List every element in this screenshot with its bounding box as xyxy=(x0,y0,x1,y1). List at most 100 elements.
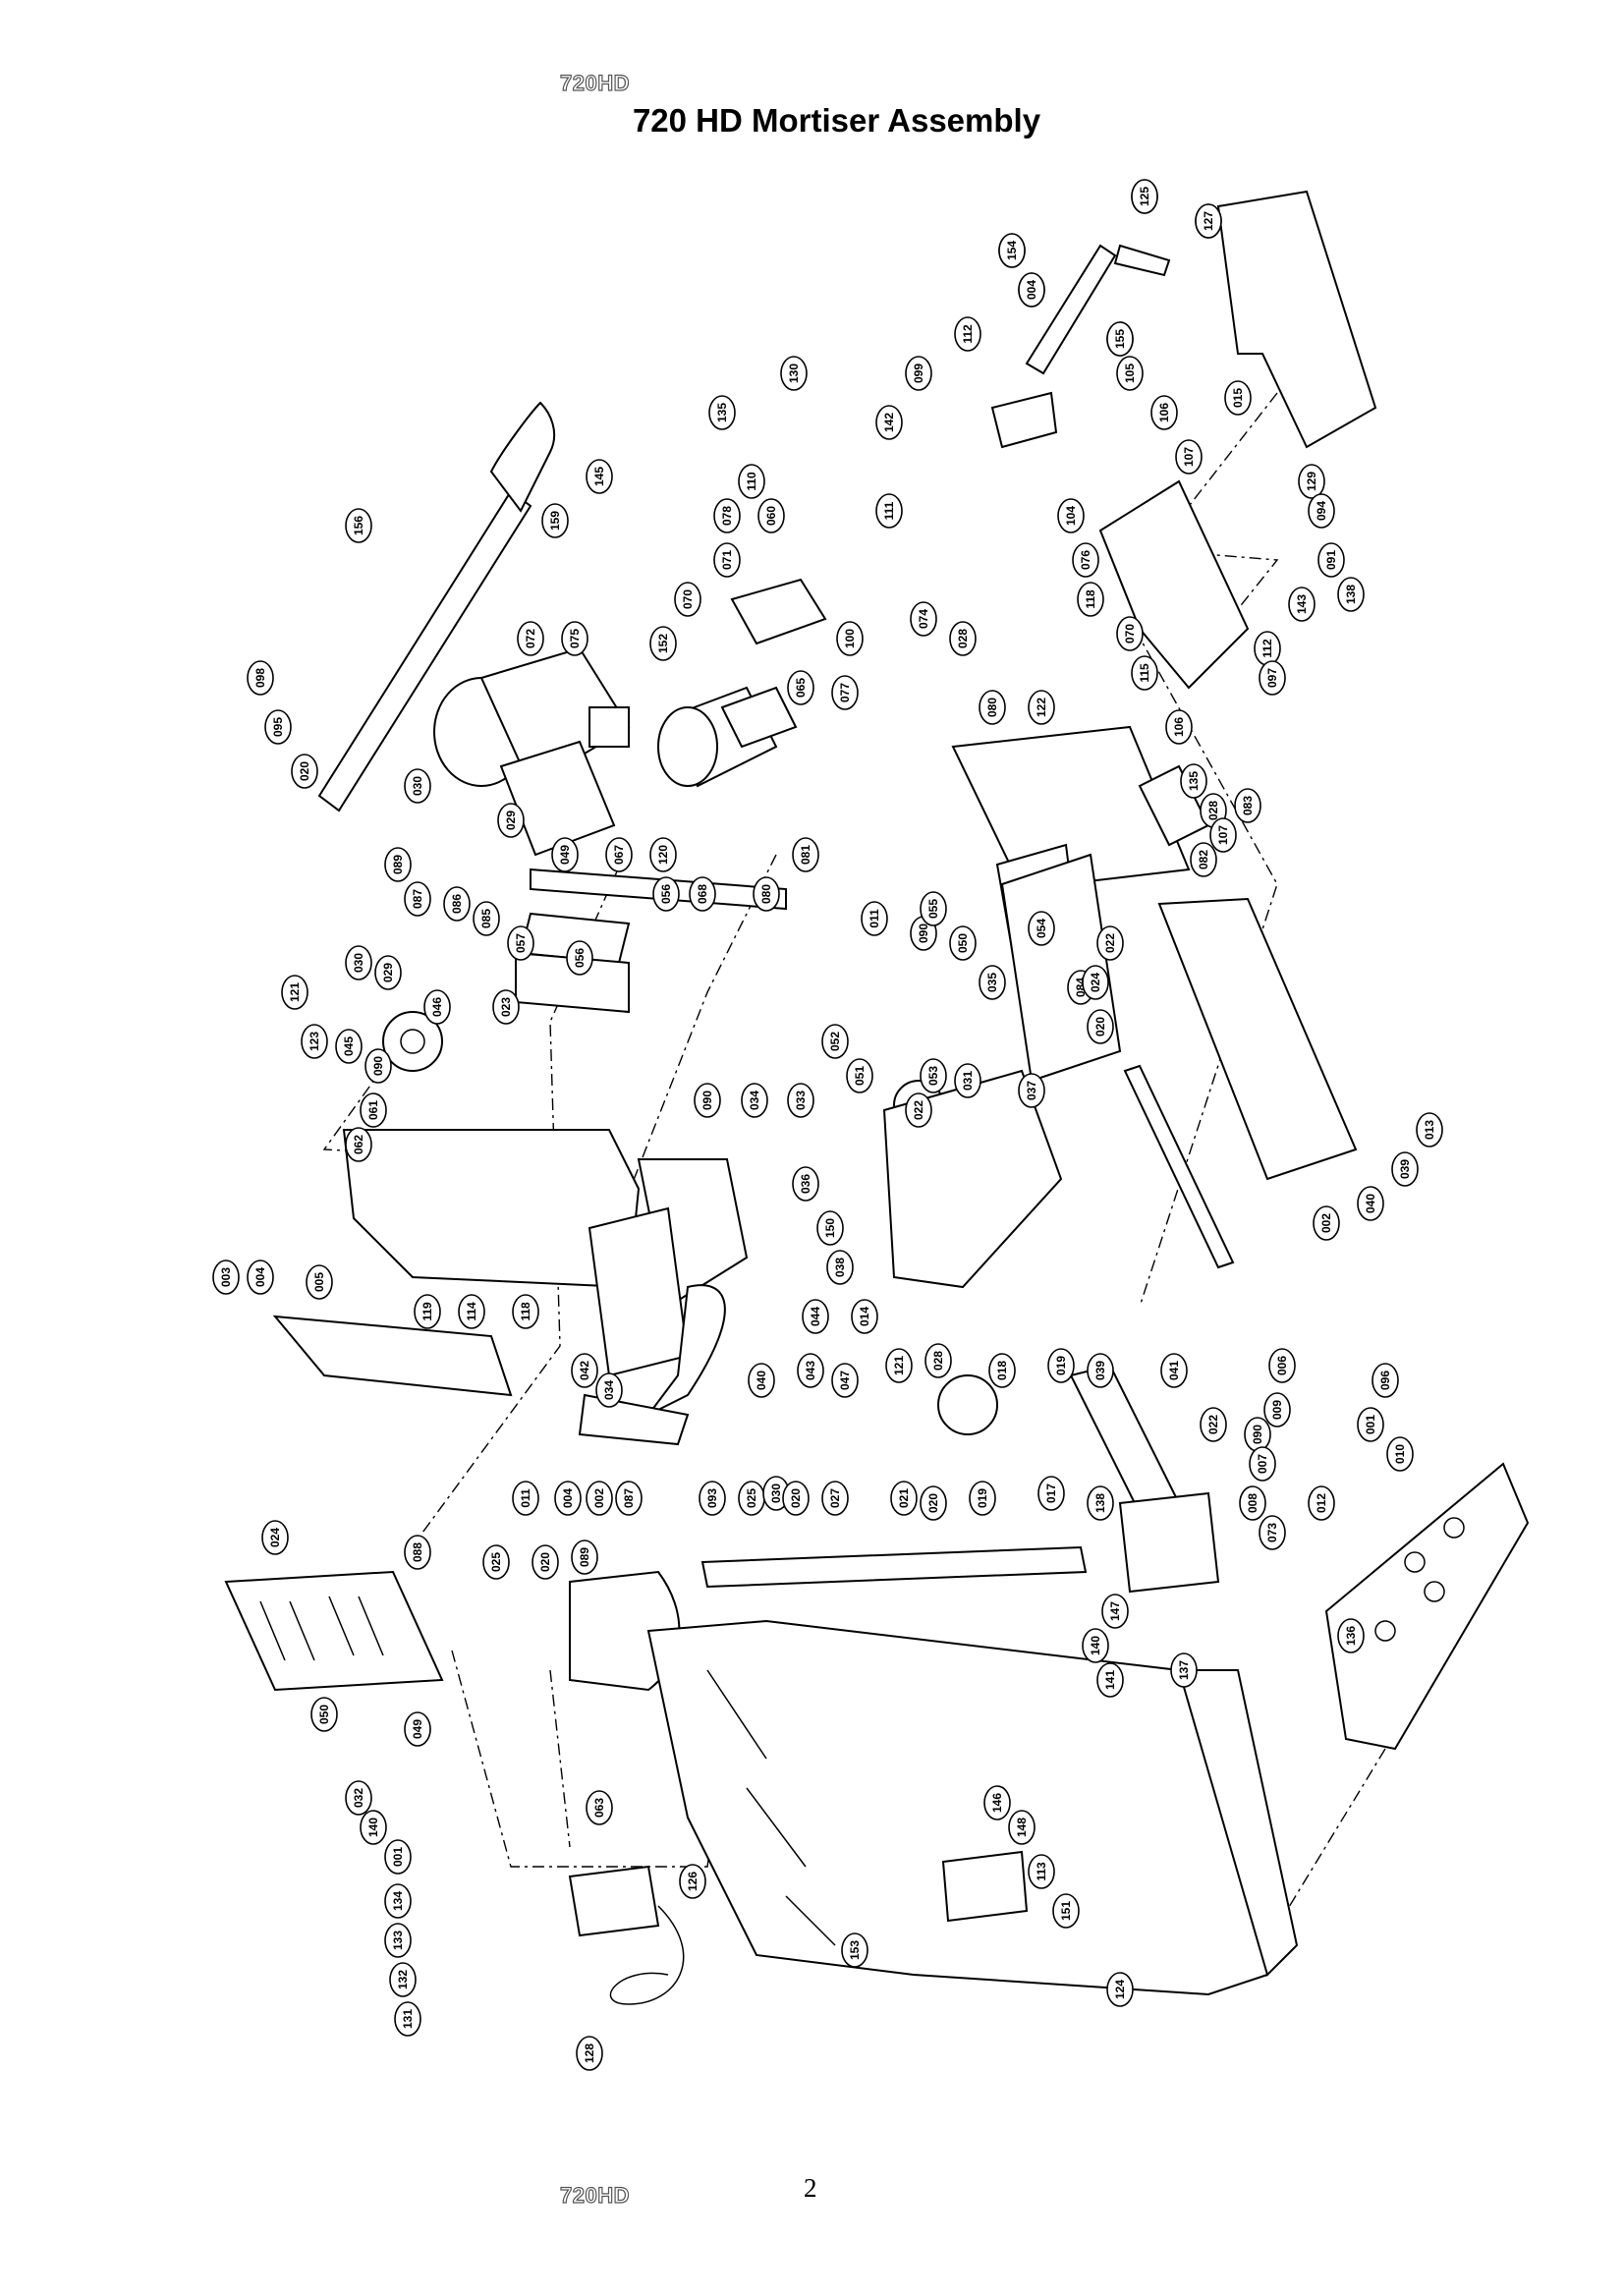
part-callout-112: 112 xyxy=(1254,631,1281,666)
part-callout-label: 090 xyxy=(371,1056,385,1076)
part-callout-081: 081 xyxy=(792,837,819,872)
part-callout-029: 029 xyxy=(497,803,525,838)
page-number: 2 xyxy=(804,2173,817,2203)
part-callout-label: 020 xyxy=(538,1552,552,1572)
part-callout-label: 090 xyxy=(700,1091,714,1110)
part-callout-006: 006 xyxy=(1268,1348,1296,1383)
part-callout-022: 022 xyxy=(905,1092,932,1128)
part-callout-label: 119 xyxy=(420,1302,434,1321)
part-callout-label: 148 xyxy=(1015,1818,1029,1837)
part-callout-label: 018 xyxy=(995,1361,1009,1380)
part-callout-label: 006 xyxy=(1275,1356,1289,1375)
part-callout-label: 045 xyxy=(342,1036,356,1056)
part-callout-label: 065 xyxy=(794,678,808,698)
part-callout-062: 062 xyxy=(345,1127,372,1162)
part-callout-label: 106 xyxy=(1157,403,1171,422)
part-callout-049: 049 xyxy=(551,837,579,872)
part-callout-070: 070 xyxy=(1116,616,1144,651)
brand-logo-top: 720HD xyxy=(559,70,630,95)
part-callout-004: 004 xyxy=(1018,272,1045,308)
part-callout-055: 055 xyxy=(920,891,947,926)
part-callout-label: 010 xyxy=(1393,1444,1407,1464)
part-callout-090: 090 xyxy=(694,1083,721,1118)
part-callout-label: 138 xyxy=(1344,585,1358,604)
part-callout-153: 153 xyxy=(841,1932,868,1968)
part-callout-label: 029 xyxy=(381,963,395,982)
part-callout-129: 129 xyxy=(1298,464,1325,499)
part-callout-label: 017 xyxy=(1044,1484,1058,1503)
part-callout-080: 080 xyxy=(753,876,780,912)
part-callout-label: 050 xyxy=(317,1705,331,1724)
part-callout-label: 030 xyxy=(769,1484,783,1503)
part-callout-089: 089 xyxy=(571,1540,598,1575)
part-callout-label: 135 xyxy=(715,403,729,422)
part-callout-087: 087 xyxy=(615,1481,643,1516)
part-callout-label: 143 xyxy=(1295,594,1309,614)
top-plate xyxy=(1216,190,1377,449)
part-callout-133: 133 xyxy=(384,1923,412,1958)
part-callout-label: 147 xyxy=(1108,1601,1122,1621)
part-callout-label: 130 xyxy=(787,364,801,383)
part-callout-061: 061 xyxy=(360,1092,387,1128)
part-callout-013: 013 xyxy=(1416,1112,1443,1148)
part-callout-label: 037 xyxy=(1025,1081,1038,1100)
part-callout-107: 107 xyxy=(1209,817,1237,853)
part-callout-020: 020 xyxy=(1087,1009,1114,1044)
part-callout-label: 132 xyxy=(396,1970,410,1989)
part-callout-label: 039 xyxy=(1398,1159,1412,1179)
part-callout-label: 020 xyxy=(789,1488,803,1508)
part-callout-label: 073 xyxy=(1265,1523,1279,1542)
part-callout-label: 089 xyxy=(391,855,405,874)
part-callout-090: 090 xyxy=(1244,1417,1271,1452)
part-callout-label: 086 xyxy=(450,894,464,914)
part-callout-label: 138 xyxy=(1093,1493,1107,1513)
part-callout-label: 030 xyxy=(352,953,365,973)
head-block xyxy=(657,578,827,788)
part-callout-089: 089 xyxy=(384,847,412,882)
part-callout-label: 040 xyxy=(755,1371,768,1390)
part-callout-119: 119 xyxy=(414,1294,441,1329)
part-callout-label: 011 xyxy=(868,909,881,928)
part-callout-147: 147 xyxy=(1101,1594,1129,1629)
part-callout-148: 148 xyxy=(1008,1810,1036,1845)
part-callout-label: 121 xyxy=(892,1356,906,1375)
part-callout-label: 041 xyxy=(1167,1361,1181,1380)
part-callout-140: 140 xyxy=(360,1810,387,1845)
part-callout-017: 017 xyxy=(1037,1476,1065,1511)
part-callout-140: 140 xyxy=(1082,1628,1109,1663)
part-callout-099: 099 xyxy=(905,356,932,391)
part-callout-label: 057 xyxy=(514,933,528,953)
part-callout-145: 145 xyxy=(586,459,613,494)
part-callout-151: 151 xyxy=(1052,1893,1080,1929)
part-callout-018: 018 xyxy=(988,1353,1016,1388)
part-callout-028: 028 xyxy=(949,621,977,656)
part-callout-134: 134 xyxy=(384,1883,412,1919)
part-callout-label: 083 xyxy=(1241,796,1255,815)
part-callout-label: 028 xyxy=(931,1351,945,1371)
part-callout-label: 093 xyxy=(705,1488,719,1508)
part-callout-053: 053 xyxy=(920,1058,947,1093)
part-callout-label: 022 xyxy=(912,1100,925,1120)
part-callout-024: 024 xyxy=(1082,965,1109,1000)
part-callout-label: 120 xyxy=(656,845,670,865)
part-callout-label: 159 xyxy=(548,511,562,531)
part-callout-label: 124 xyxy=(1113,1980,1127,1999)
part-callout-label: 034 xyxy=(748,1091,761,1110)
part-callout-002: 002 xyxy=(1313,1205,1340,1241)
slide-bars xyxy=(515,868,787,1014)
part-callout-label: 140 xyxy=(1089,1636,1102,1655)
part-callout-125: 125 xyxy=(1131,179,1158,214)
bottom-bracket xyxy=(941,1850,1029,1923)
part-callout-068: 068 xyxy=(689,876,716,912)
part-callout-label: 063 xyxy=(592,1798,606,1818)
part-callout-107: 107 xyxy=(1175,439,1203,475)
part-callout-085: 085 xyxy=(473,901,500,936)
part-callout-123: 123 xyxy=(301,1024,328,1059)
part-callout-039: 039 xyxy=(1087,1353,1114,1388)
part-callout-label: 107 xyxy=(1182,447,1196,467)
vented-cover xyxy=(224,1570,444,1692)
part-callout-003: 003 xyxy=(212,1260,240,1295)
part-callout-label: 036 xyxy=(799,1174,812,1194)
part-callout-078: 078 xyxy=(713,498,741,533)
part-callout-012: 012 xyxy=(1308,1485,1335,1521)
